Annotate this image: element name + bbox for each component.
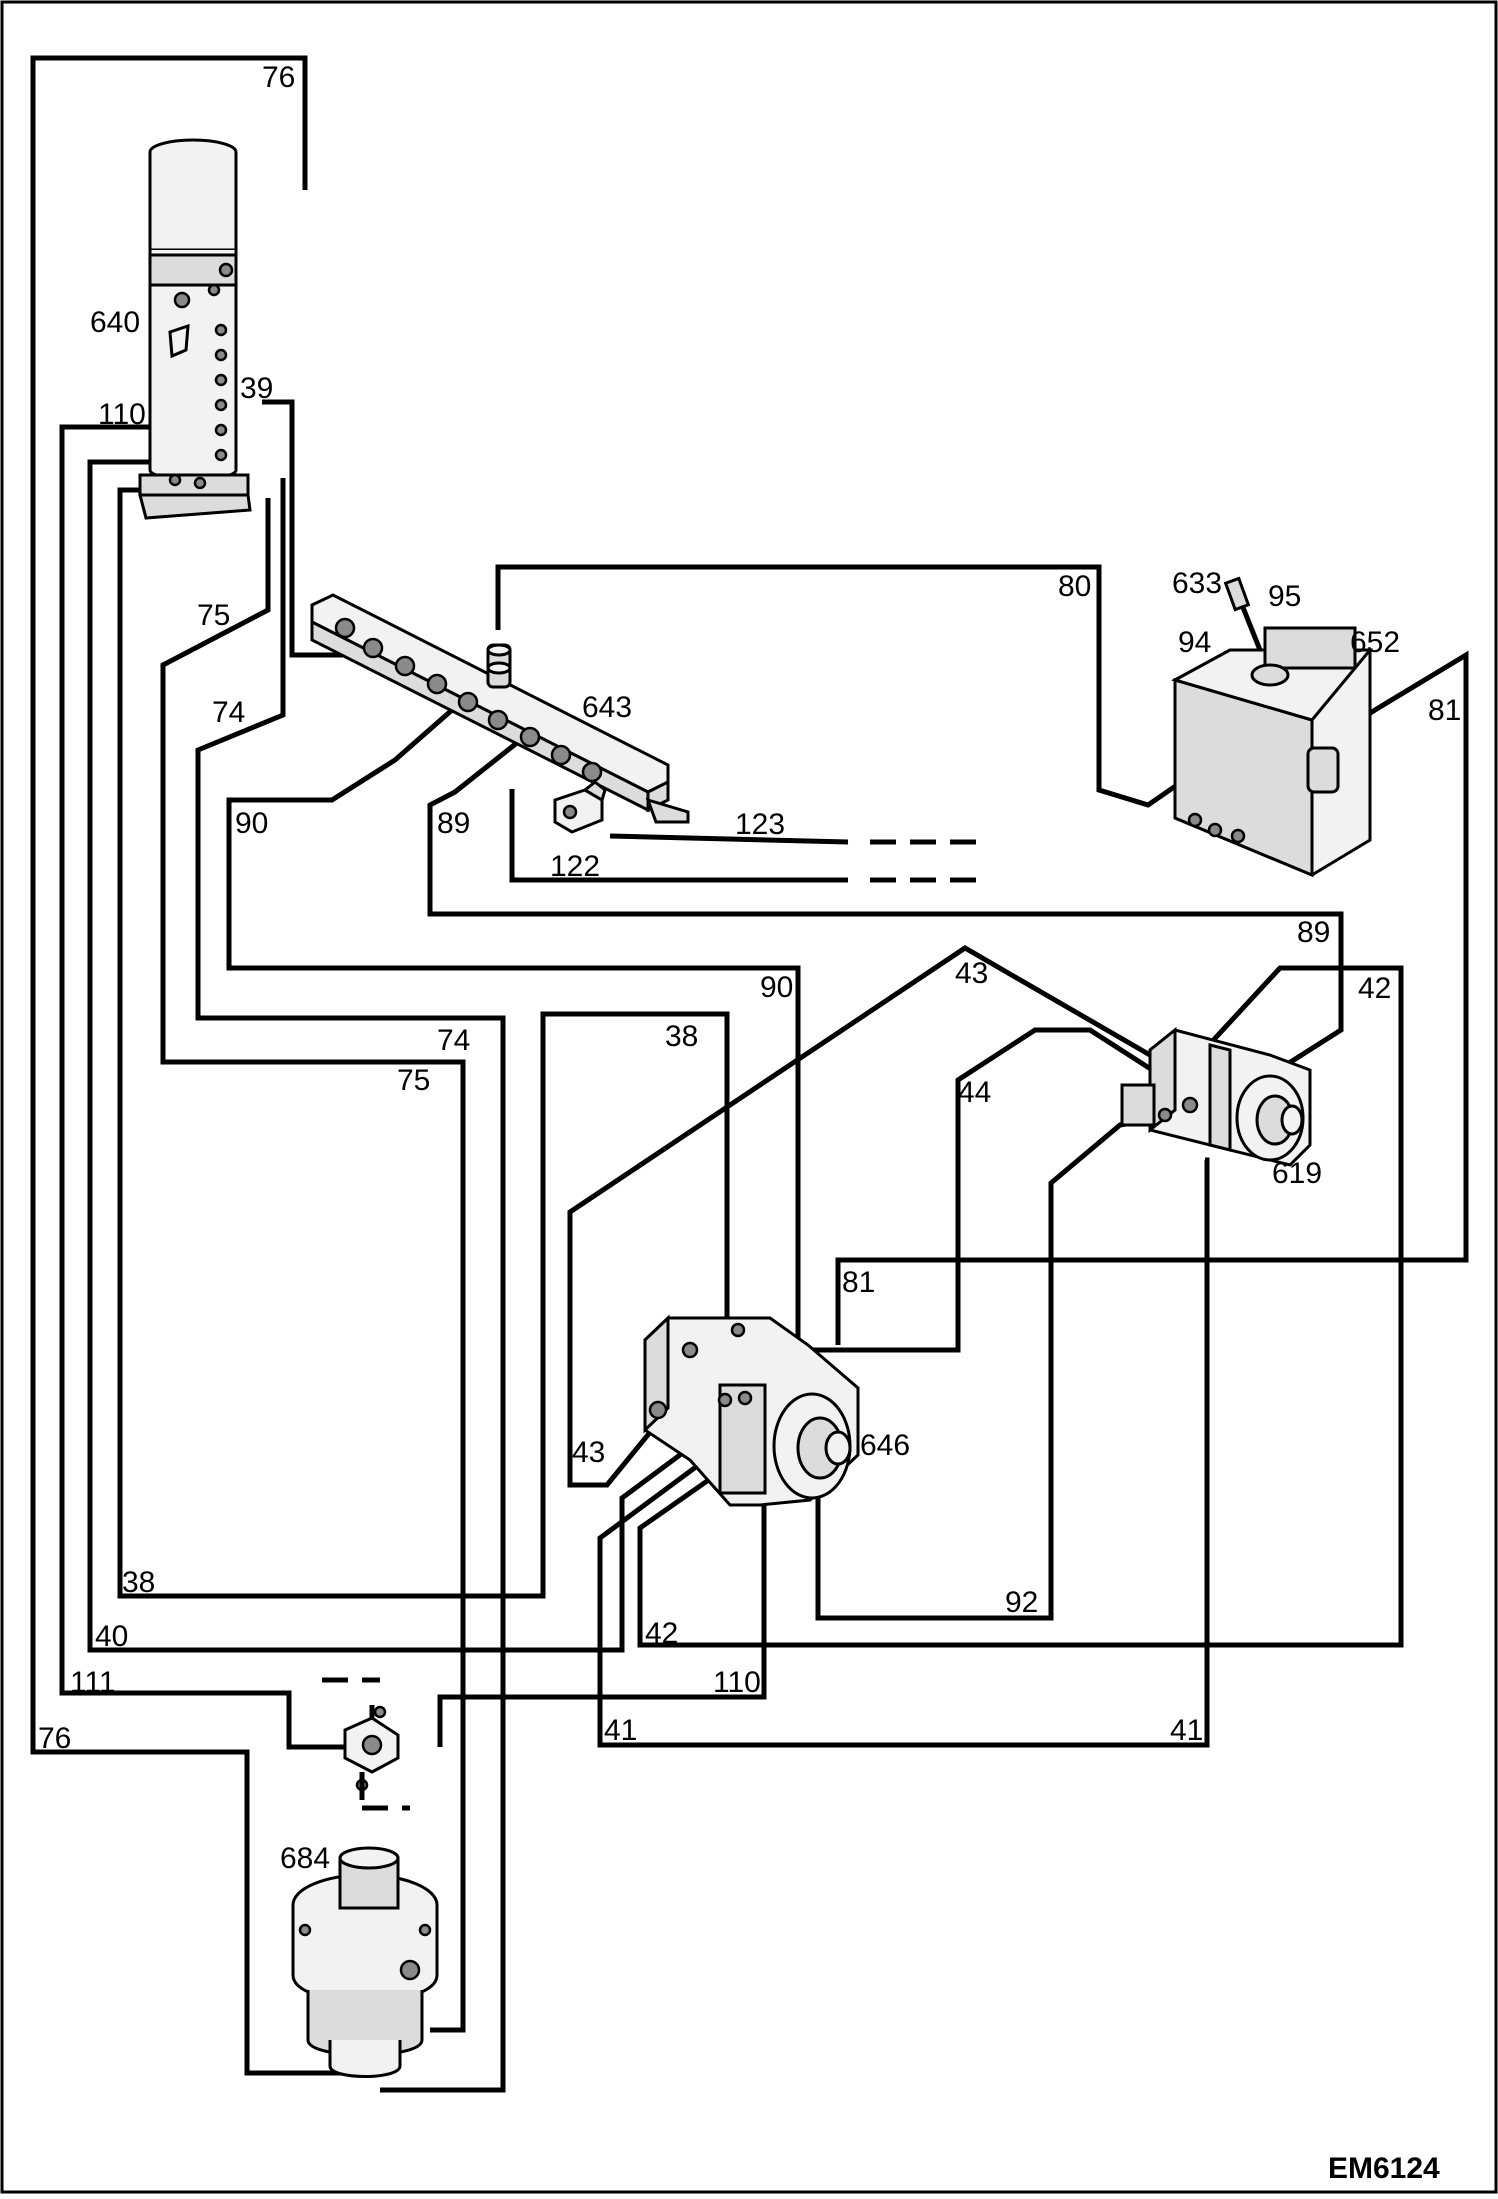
- hose-label-76-top: 76: [262, 61, 295, 94]
- hose-label-76-bottom: 76: [38, 1722, 71, 1755]
- hose-38: [117, 487, 730, 1599]
- tee-fitting: [343, 1705, 400, 1800]
- label-95: 95: [1268, 580, 1301, 613]
- hose-label-42-bottom: 42: [645, 1617, 678, 1650]
- hose-122: [509, 789, 848, 883]
- label-652: 652: [1350, 626, 1400, 659]
- hose-label-43-top: 43: [955, 957, 988, 990]
- hose-40: [87, 459, 702, 1653]
- hose-44: [800, 1027, 1162, 1353]
- hose-80: [495, 564, 1237, 808]
- hose-label-43-bottom: 43: [572, 1436, 605, 1469]
- label-646: 646: [860, 1429, 910, 1462]
- hose-label-44: 44: [958, 1076, 991, 1109]
- hose-label-75-mid: 75: [397, 1064, 430, 1097]
- hose-89: [427, 740, 1344, 1073]
- hose-74: [195, 478, 506, 2093]
- hose-label-89-left: 89: [437, 807, 470, 840]
- hose-label-39: 39: [240, 372, 273, 405]
- hose-label-80: 80: [1058, 570, 1091, 603]
- hose-42: [637, 965, 1404, 1648]
- hose-label-110-top: 110: [98, 398, 146, 431]
- hose-label-41-right: 41: [1170, 1714, 1203, 1747]
- figure-code: EM6124: [1328, 2152, 1440, 2185]
- label-643: 643: [582, 691, 632, 724]
- hose-41: [597, 1157, 1210, 1748]
- hose-label-74-top: 74: [212, 696, 245, 729]
- label-684: 684: [280, 1842, 330, 1875]
- swing-motor-684: [291, 1846, 439, 2078]
- hose-76: [30, 55, 365, 2076]
- pump-646: [643, 1314, 860, 1507]
- hose-label-38-mid: 38: [665, 1020, 698, 1053]
- hose-label-81-right: 81: [1428, 694, 1461, 727]
- rotary-joint-640: [138, 138, 252, 520]
- hose-label-81-mid: 81: [842, 1266, 875, 1299]
- hose-label-41-left: 41: [604, 1714, 637, 1747]
- component-labels: 640 643 633 95 94 652 619 646 684: [90, 306, 1400, 1875]
- motor-619: [1120, 1026, 1312, 1167]
- hose-label-90-left: 90: [235, 807, 268, 840]
- manifold-643: [310, 593, 690, 824]
- hose-75: [160, 498, 466, 2033]
- hose-123: [609, 833, 849, 845]
- valve-122-123: [553, 780, 607, 834]
- hose-label-92: 92: [1005, 1586, 1038, 1619]
- hose-label-89-right: 89: [1297, 916, 1330, 949]
- hose-label-90-mid: 90: [760, 971, 793, 1004]
- hose-label-75-top: 75: [197, 599, 230, 632]
- hose-39: [262, 399, 355, 658]
- label-94: 94: [1178, 626, 1211, 659]
- hose-labels: 76 39 110 75 74 90 89 80 81 123 122 89 4…: [38, 61, 1461, 1755]
- hose-label-122: 122: [550, 850, 600, 883]
- hose-label-111: 111: [70, 1666, 116, 1699]
- hose-label-42-right: 42: [1358, 972, 1391, 1005]
- hose-90: [226, 701, 801, 1345]
- label-640: 640: [90, 306, 140, 339]
- label-633: 633: [1172, 567, 1222, 600]
- tank-652: [1171, 576, 1374, 878]
- hose-label-38-bottom: 38: [122, 1566, 155, 1599]
- label-619: 619: [1272, 1157, 1322, 1190]
- hose-label-74-mid: 74: [437, 1024, 470, 1057]
- hose-label-123: 123: [735, 808, 785, 841]
- hose-label-40: 40: [95, 1620, 128, 1653]
- hose-92: [815, 1115, 1161, 1621]
- hose-label-110-bottom: 110: [713, 1666, 761, 1699]
